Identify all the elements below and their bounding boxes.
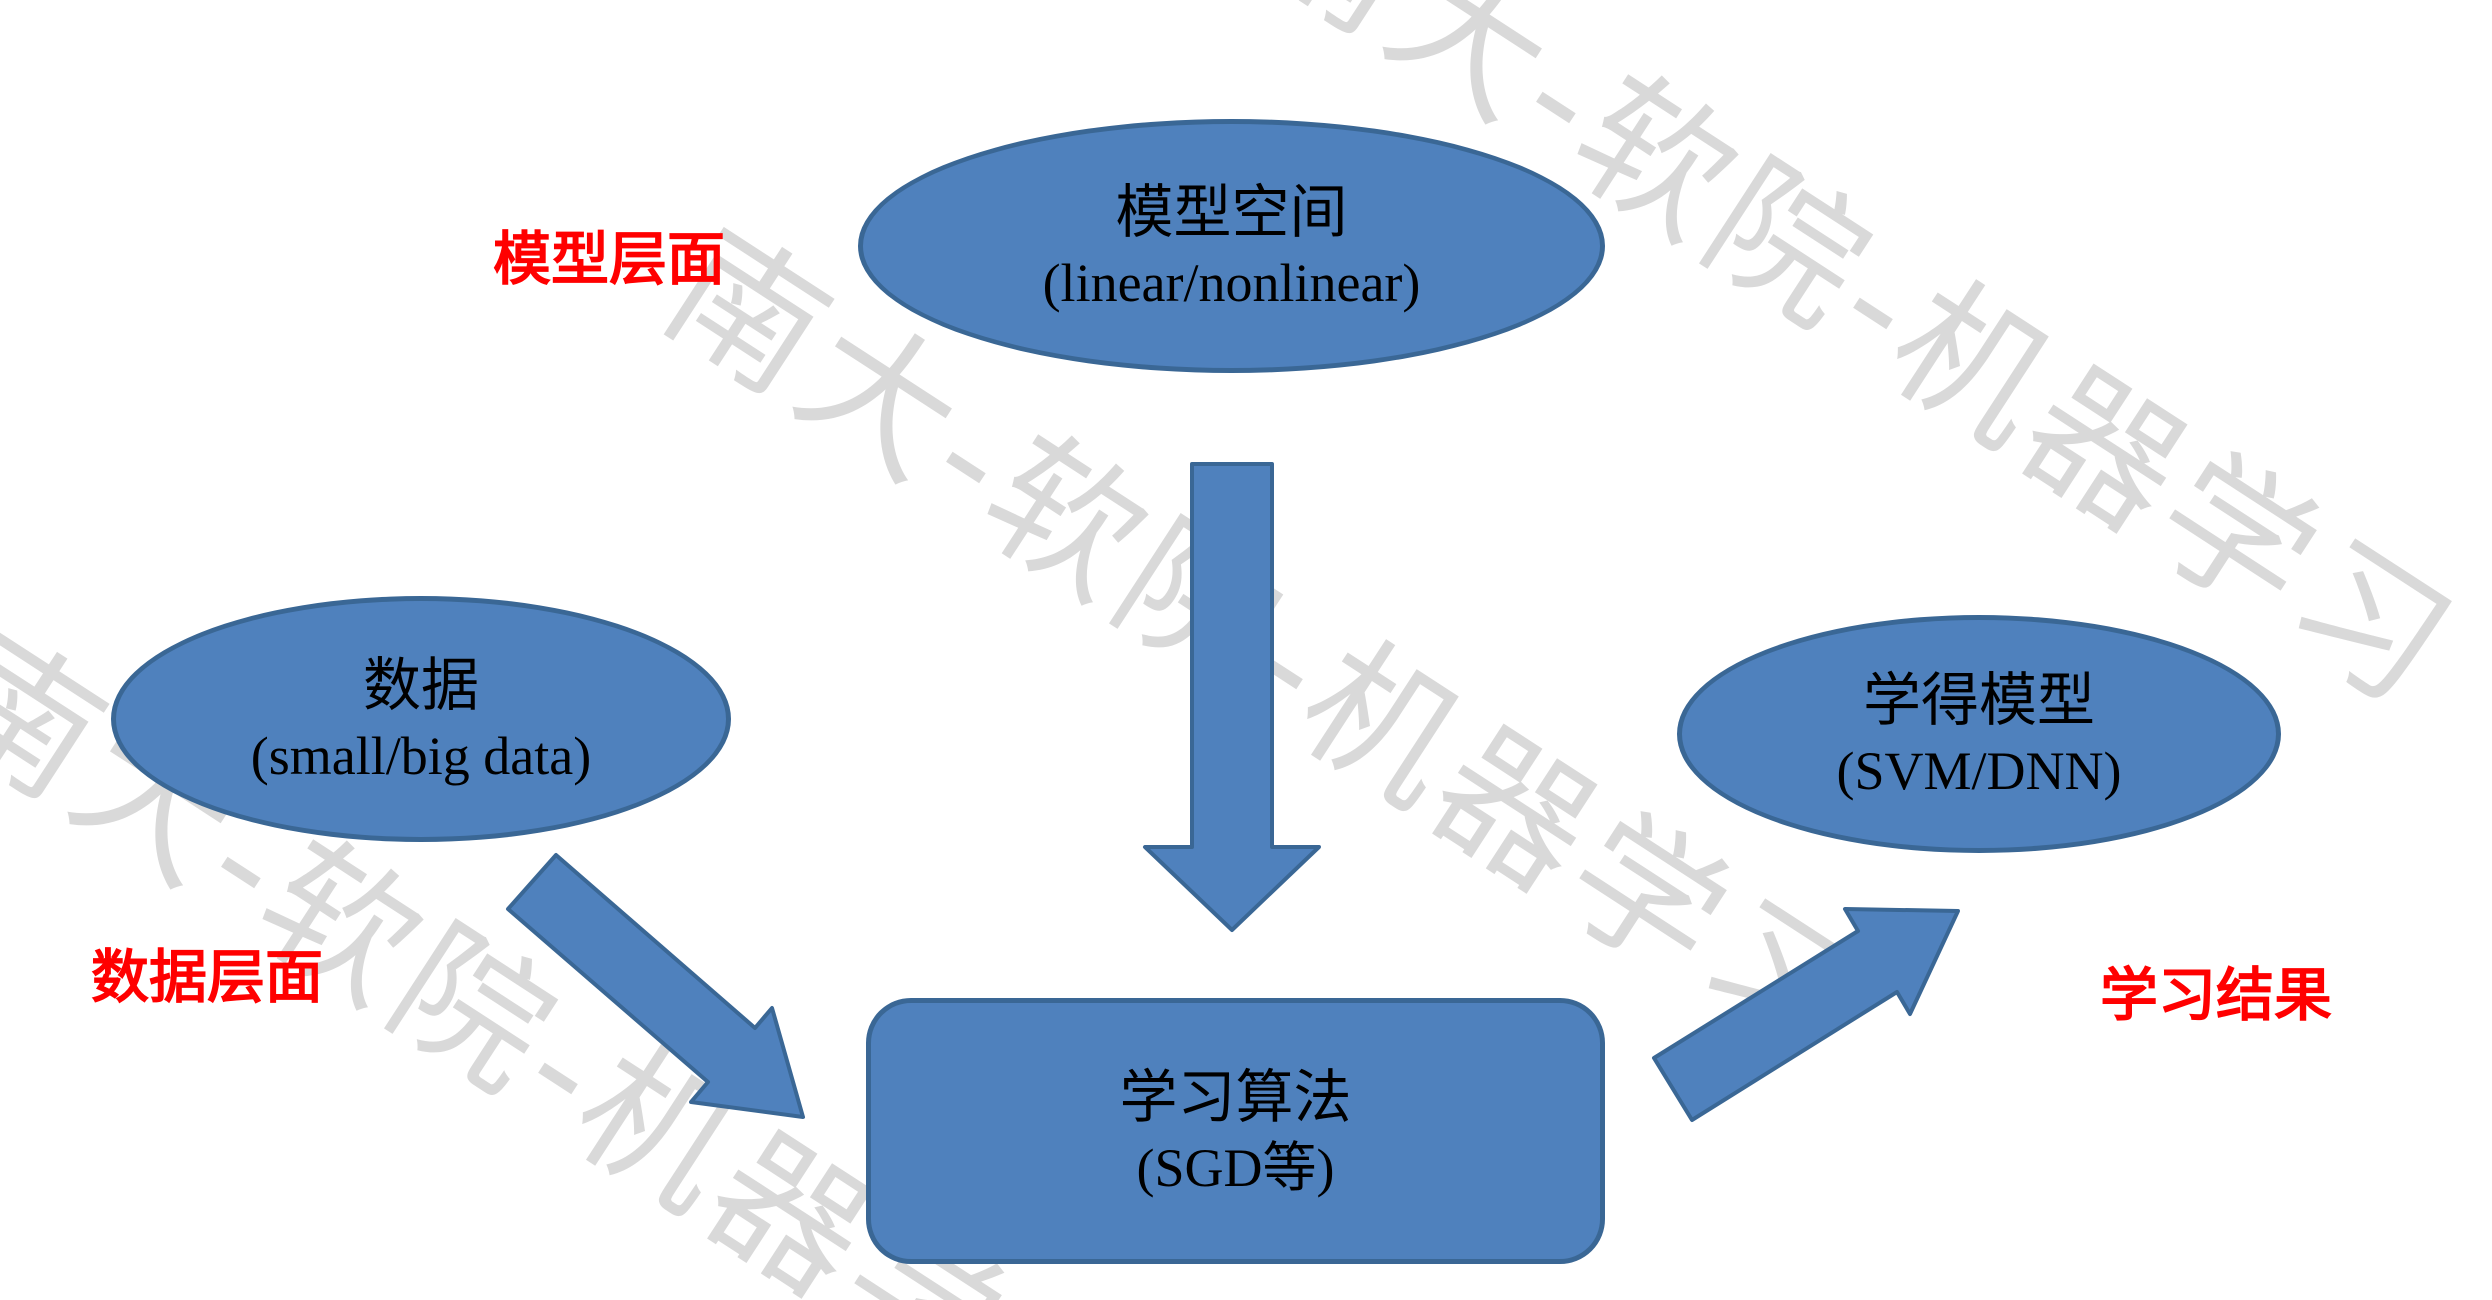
- model-space-node: 模型空间 (linear/nonlinear): [858, 119, 1605, 373]
- arrow-algorithm-to-model-icon: [1652, 907, 1960, 1122]
- learning-algorithm-title: 学习算法: [1119, 1062, 1352, 1131]
- model-space-subtitle: (linear/nonlinear): [1042, 252, 1421, 313]
- learned-model-subtitle: (SVM/DNN): [1836, 740, 2122, 801]
- learning-algorithm-subtitle: (SGD等): [1136, 1137, 1335, 1198]
- learned-model-node: 学得模型 (SVM/DNN): [1677, 615, 2281, 853]
- learned-model-title: 学得模型: [1862, 665, 2095, 734]
- data-title: 数据: [362, 650, 479, 719]
- learning-algorithm-node: 学习算法 (SGD等): [866, 998, 1605, 1264]
- arrow-data-to-algorithm-icon: [506, 853, 805, 1119]
- data-node: 数据 (small/big data): [111, 596, 731, 842]
- arrow-model-to-algorithm-icon: [1143, 462, 1321, 932]
- data-subtitle: (small/big data): [250, 725, 592, 786]
- model-level-label: 模型层面: [493, 225, 726, 293]
- data-level-label: 数据层面: [91, 943, 324, 1011]
- learning-result-label: 学习结果: [2100, 961, 2333, 1029]
- model-space-title: 模型空间: [1115, 177, 1348, 246]
